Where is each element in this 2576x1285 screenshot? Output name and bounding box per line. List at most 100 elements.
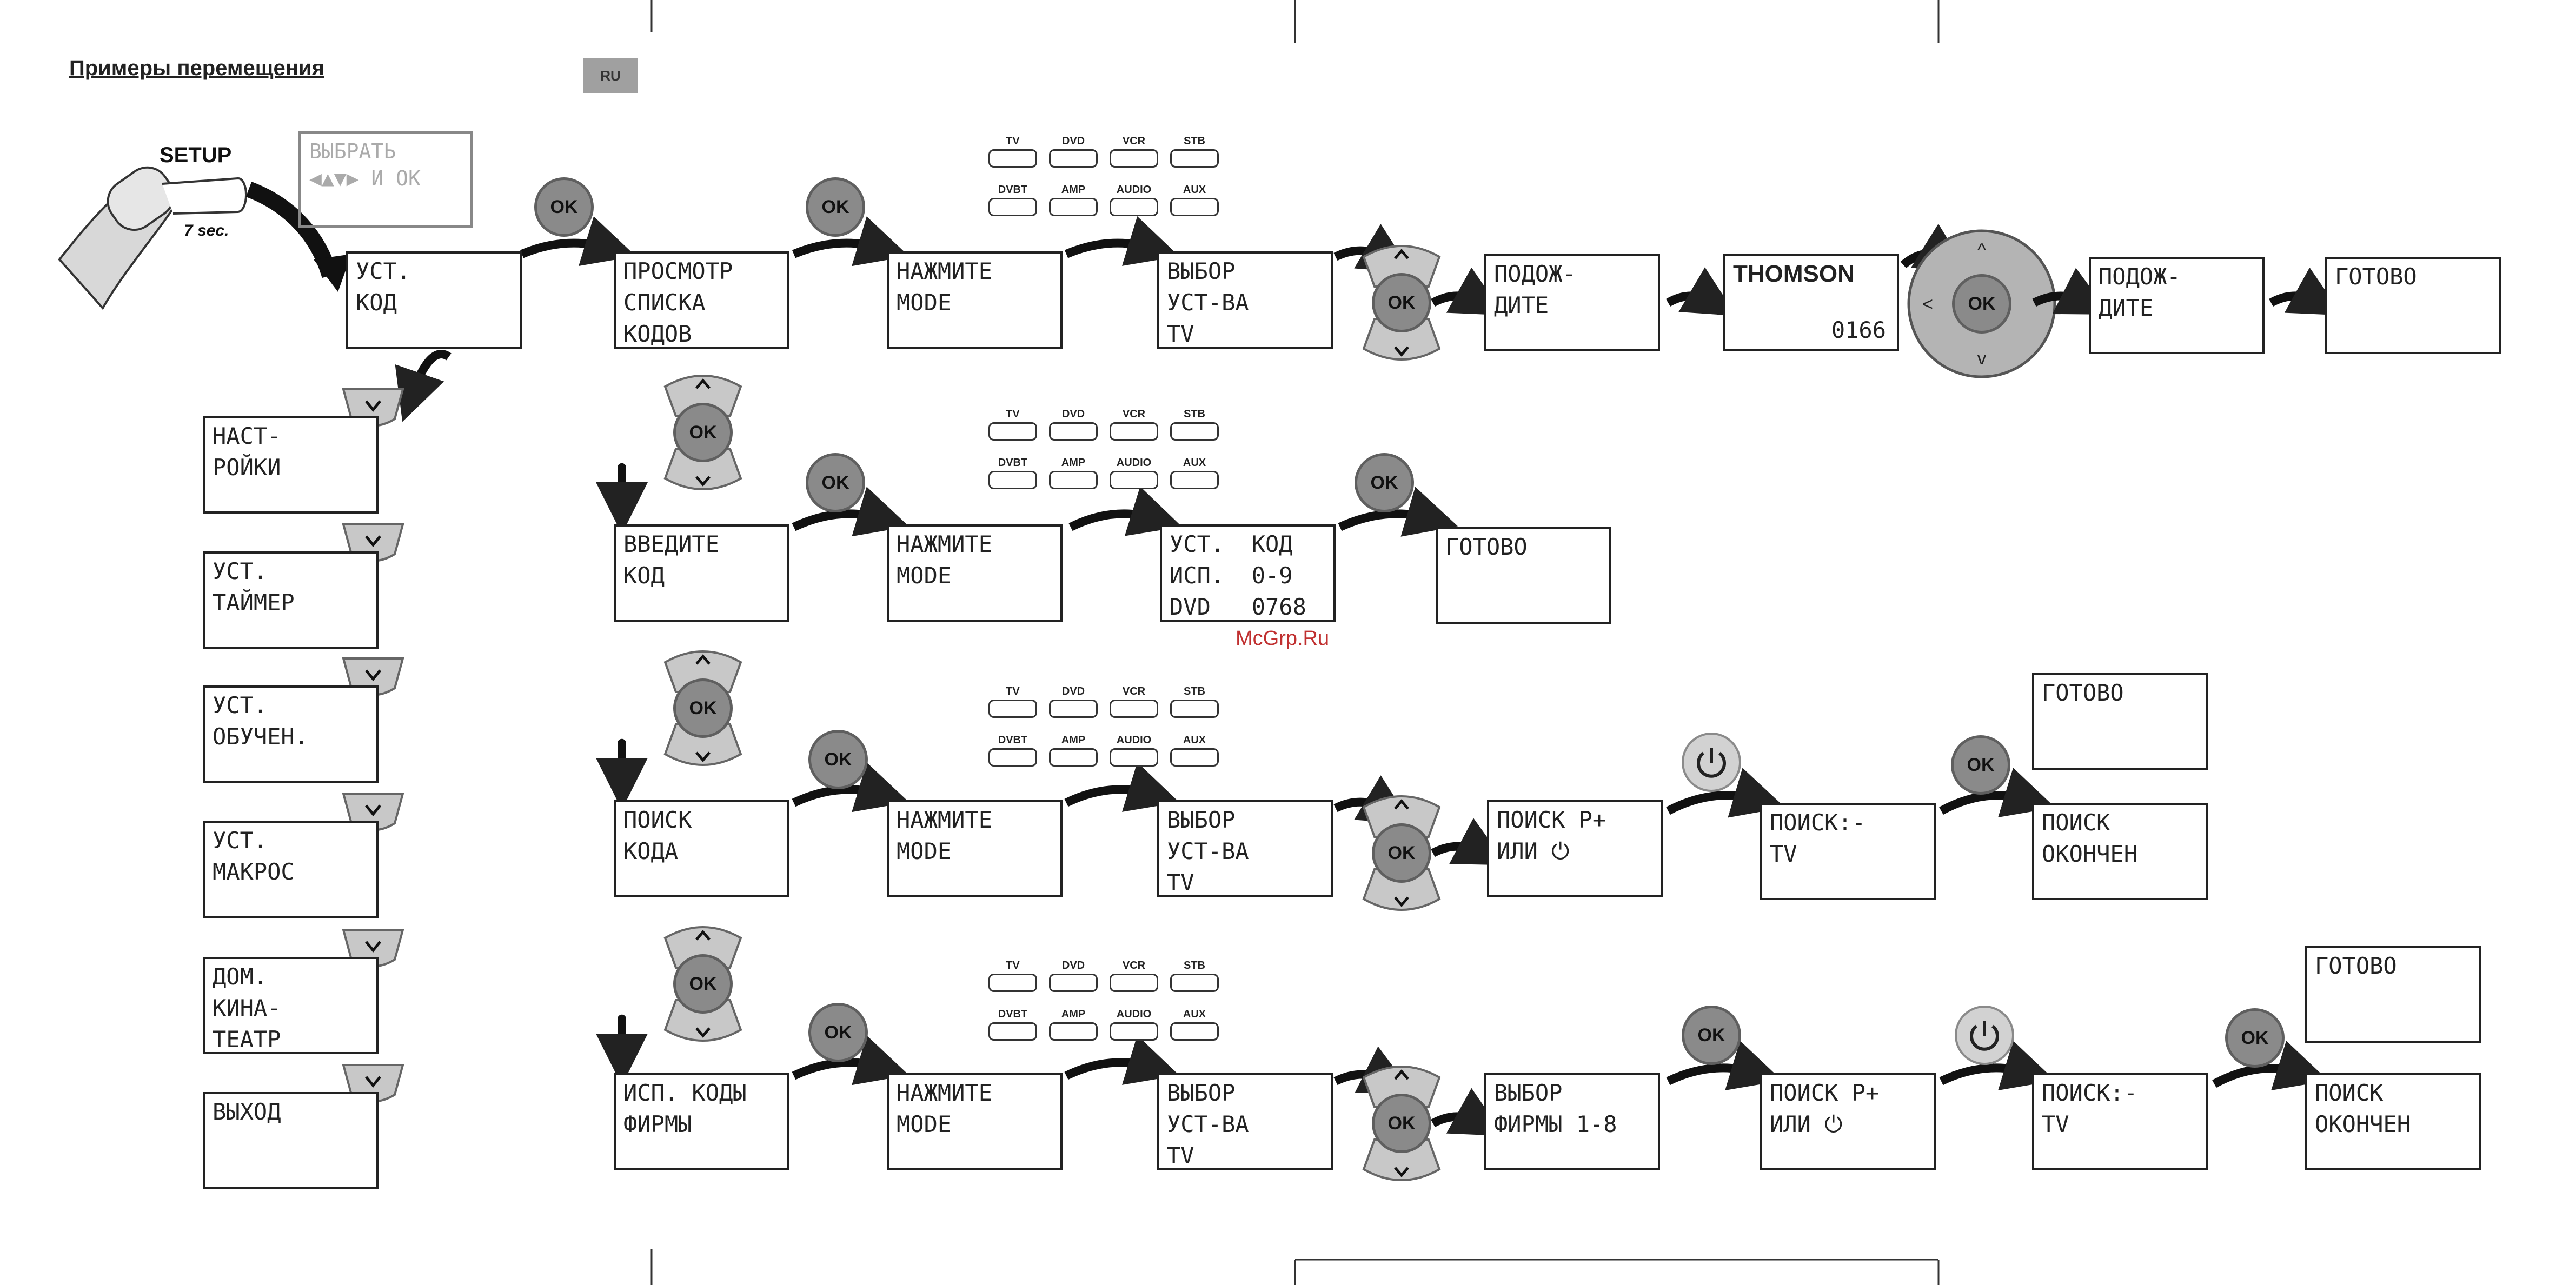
device-key-stb[interactable]: STB <box>1170 408 1219 441</box>
device-key-body[interactable] <box>988 149 1037 168</box>
device-key-tv[interactable]: TV <box>988 685 1037 718</box>
ok-button[interactable]: OK <box>673 678 733 738</box>
device-key-dvd[interactable]: DVD <box>1049 135 1098 168</box>
screen-line: ПОИСК <box>623 807 692 833</box>
device-key-body[interactable] <box>1110 149 1158 168</box>
device-key-body[interactable] <box>1049 198 1098 216</box>
device-key-body[interactable] <box>1049 974 1098 992</box>
device-key-vcr[interactable]: VCR <box>1110 685 1158 718</box>
flow-arrow <box>1431 818 1508 865</box>
ok-button[interactable]: OK <box>1682 1006 1741 1065</box>
device-key-stb[interactable]: STB <box>1170 685 1219 718</box>
device-key-body[interactable] <box>1170 974 1219 992</box>
device-key-body[interactable] <box>1170 422 1219 441</box>
screen-line: ГОТОВО <box>2335 263 2417 290</box>
device-key-dvbt[interactable]: DVBT <box>988 1008 1037 1041</box>
device-key-body[interactable] <box>988 422 1037 441</box>
device-key-body[interactable] <box>1170 700 1219 718</box>
device-key-body[interactable] <box>1049 149 1098 168</box>
device-key-body[interactable] <box>1049 1022 1098 1041</box>
device-key-body[interactable] <box>1170 471 1219 489</box>
device-key-body[interactable] <box>1049 422 1098 441</box>
device-key-body[interactable] <box>1110 198 1158 216</box>
device-key-audio[interactable]: AUDIO <box>1110 457 1158 489</box>
screen-line: TV <box>2042 1111 2069 1137</box>
ok-button[interactable]: OK <box>534 177 594 237</box>
device-key-dvbt[interactable]: DVBT <box>988 184 1037 216</box>
brand-name: THOMSON <box>1733 261 1855 287</box>
power-button[interactable] <box>1682 733 1741 792</box>
device-key-stb[interactable]: STB <box>1170 960 1219 992</box>
device-key-body[interactable] <box>988 471 1037 489</box>
device-key-audio[interactable]: AUDIO <box>1110 184 1158 216</box>
ok-button[interactable]: OK <box>1372 273 1431 332</box>
device-key-body[interactable] <box>1110 1022 1158 1041</box>
device-key-body[interactable] <box>1049 748 1098 767</box>
screen-line: НАЖМИТЕ <box>897 807 993 833</box>
device-key-body[interactable] <box>988 1022 1037 1041</box>
ok-button[interactable]: OK <box>1951 735 2010 795</box>
power-icon <box>1697 748 1726 778</box>
device-key-body[interactable] <box>1049 471 1098 489</box>
screen-line: КОДА <box>623 838 679 864</box>
device-key-body[interactable] <box>1170 198 1219 216</box>
device-key-dvd[interactable]: DVD <box>1049 408 1098 441</box>
device-key-dvbt[interactable]: DVBT <box>988 457 1037 489</box>
device-key-amp[interactable]: AMP <box>1049 734 1098 767</box>
device-key-body[interactable] <box>988 974 1037 992</box>
device-key-body[interactable] <box>988 748 1037 767</box>
device-key-tv[interactable]: TV <box>988 960 1037 992</box>
device-key-body[interactable] <box>1049 700 1098 718</box>
device-key-audio[interactable]: AUDIO <box>1110 1008 1158 1041</box>
ok-button[interactable]: OK <box>1952 274 2011 334</box>
device-key-body[interactable] <box>1110 471 1158 489</box>
device-key-vcr[interactable]: VCR <box>1110 408 1158 441</box>
device-key-body[interactable] <box>1110 974 1158 992</box>
ok-button[interactable]: OK <box>1355 453 1414 512</box>
device-key-tv[interactable]: TV <box>988 135 1037 168</box>
ok-button[interactable]: OK <box>806 177 865 237</box>
ok-button[interactable]: OK <box>806 453 865 512</box>
device-key-body[interactable] <box>1110 422 1158 441</box>
power-button[interactable] <box>1955 1006 2014 1065</box>
device-key-dvd[interactable]: DVD <box>1049 685 1098 718</box>
device-key-label: VCR <box>1122 960 1146 971</box>
device-key-aux[interactable]: AUX <box>1170 457 1219 489</box>
device-key-body[interactable] <box>1110 748 1158 767</box>
device-key-body[interactable] <box>988 198 1037 216</box>
device-key-amp[interactable]: AMP <box>1049 184 1098 216</box>
device-key-amp[interactable]: AMP <box>1049 457 1098 489</box>
device-key-vcr[interactable]: VCR <box>1110 960 1158 992</box>
device-key-body[interactable] <box>1110 700 1158 718</box>
ok-button[interactable]: OK <box>808 1003 868 1062</box>
device-key-amp[interactable]: AMP <box>1049 1008 1098 1041</box>
device-key-label: AUX <box>1183 457 1206 469</box>
device-key-dvd[interactable]: DVD <box>1049 960 1098 992</box>
ok-button[interactable]: OK <box>673 403 733 462</box>
ok-button[interactable]: OK <box>1372 823 1431 883</box>
screen-line: КИНА- <box>213 995 281 1021</box>
device-key-tv[interactable]: TV <box>988 408 1037 441</box>
device-key-body[interactable] <box>1170 149 1219 168</box>
up-down-keys-icon <box>1362 1066 1441 1181</box>
device-key-body[interactable] <box>1170 1022 1219 1041</box>
device-key-vcr[interactable]: VCR <box>1110 135 1158 168</box>
ok-button[interactable]: OK <box>673 954 733 1014</box>
screen-line: КОДОВ <box>623 321 692 347</box>
device-key-aux[interactable]: AUX <box>1170 734 1219 767</box>
device-key-aux[interactable]: AUX <box>1170 1008 1219 1041</box>
setup-button-label: SETUP <box>160 143 232 167</box>
device-key-body[interactable] <box>988 700 1037 718</box>
screen-line: ПОИСК P+ <box>1497 807 1606 833</box>
watermark: McGrp.Ru <box>1236 627 1330 650</box>
ok-button[interactable]: OK <box>2225 1008 2285 1068</box>
ok-button[interactable]: OK <box>808 730 868 789</box>
device-key-body[interactable] <box>1170 748 1219 767</box>
ok-button[interactable]: OK <box>1372 1094 1431 1153</box>
device-key-dvbt[interactable]: DVBT <box>988 734 1037 767</box>
device-key-stb[interactable]: STB <box>1170 135 1219 168</box>
device-key-audio[interactable]: AUDIO <box>1110 734 1158 767</box>
device-key-aux[interactable]: AUX <box>1170 184 1219 216</box>
